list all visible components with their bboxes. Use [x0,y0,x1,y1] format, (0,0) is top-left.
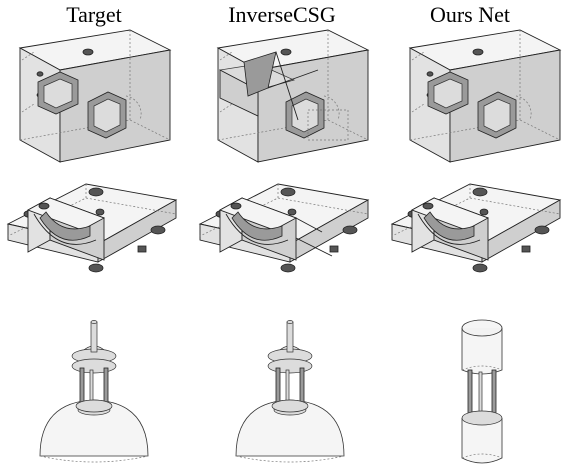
block-target [19,29,171,163]
lamp-inversecsg [235,320,345,463]
column-title-ours-net: Ours Net [429,2,511,27]
lamp-ours-net [461,319,503,464]
plate-inversecsg [199,183,369,273]
column-title-inversecsg: InverseCSG [228,2,336,27]
block-inversecsg [217,29,369,163]
block-ours-net [409,29,561,163]
lamp-target [39,320,149,463]
column-title-target: Target [66,2,122,27]
plate-target [7,183,177,273]
plate-ours-net [391,183,561,273]
